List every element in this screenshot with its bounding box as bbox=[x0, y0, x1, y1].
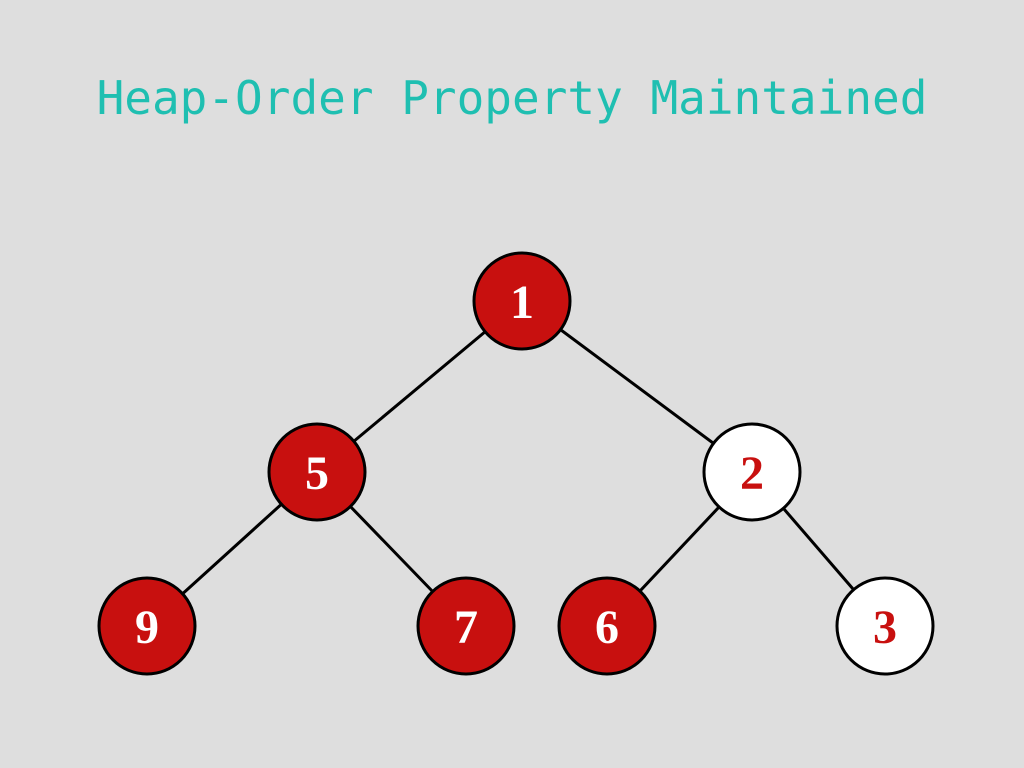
node-value: 2 bbox=[740, 447, 764, 500]
page-title: Heap-Order Property Maintained bbox=[96, 71, 928, 125]
node-circle bbox=[702, 422, 802, 522]
node-value: 1 bbox=[510, 276, 534, 329]
heap-node-6: 6 bbox=[557, 576, 657, 676]
heap-node-7: 7 bbox=[416, 576, 516, 676]
node-circle bbox=[267, 422, 367, 522]
heap-node-1: 1 bbox=[472, 251, 572, 351]
node-value: 9 bbox=[135, 601, 159, 654]
node-value: 3 bbox=[873, 601, 897, 654]
node-circle bbox=[97, 576, 197, 676]
heap-node-3: 3 bbox=[835, 576, 935, 676]
heap-node-2: 2 bbox=[702, 422, 802, 522]
node-value: 5 bbox=[305, 447, 329, 500]
heap-node-9: 9 bbox=[97, 576, 197, 676]
node-value: 7 bbox=[454, 601, 478, 654]
node-value: 6 bbox=[595, 601, 619, 654]
node-circle bbox=[835, 576, 935, 676]
node-circle bbox=[557, 576, 657, 676]
heap-node-5: 5 bbox=[267, 422, 367, 522]
nodes-layer: 1 5 2 9 7 6 3 bbox=[97, 251, 935, 676]
node-circle bbox=[416, 576, 516, 676]
node-circle bbox=[472, 251, 572, 351]
